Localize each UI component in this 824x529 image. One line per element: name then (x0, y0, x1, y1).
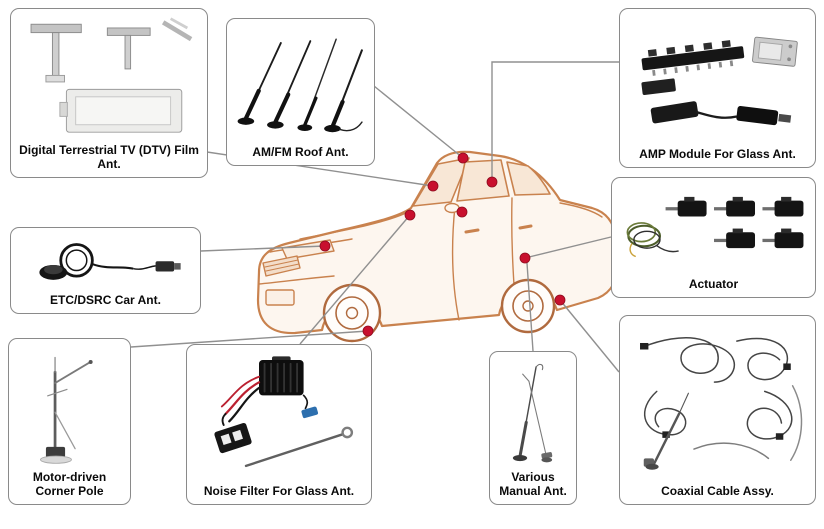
amfm-roof-antenna-art (230, 23, 371, 143)
mount-point-marker (486, 176, 498, 188)
panel-amp-module: AMP Module For Glass Ant. (619, 8, 816, 168)
panel-label-amp: AMP Module For Glass Ant. (639, 146, 796, 161)
car-front-window (456, 159, 510, 202)
mount-point-marker (519, 252, 531, 264)
coaxial-cable-art (623, 320, 812, 482)
actuator-art (615, 182, 812, 275)
connector-line (559, 299, 620, 373)
etc-dsrc-antenna-art (14, 232, 197, 291)
car-windshield (412, 157, 470, 207)
mount-point-markers (319, 152, 566, 337)
car-rear-window (506, 161, 551, 196)
panel-dtv-film-antenna: Digital Terrestrial TV (DTV) Film Ant. (10, 8, 208, 178)
panel-noise-filter: Noise Filter For Glass Ant. (186, 344, 372, 505)
panel-manual-antenna: Various Manual Ant. (489, 351, 577, 505)
panel-etc-dsrc-antenna: ETC/DSRC Car Ant. (10, 227, 201, 314)
connector-line (373, 85, 464, 159)
noise-filter-art (190, 349, 368, 482)
dtv-film-antenna-art (14, 13, 204, 141)
panel-label-dtv: Digital Terrestrial TV (DTV) Film Ant. (19, 142, 199, 171)
panel-actuator: Actuator (611, 177, 816, 298)
corner-pole-art (12, 343, 127, 468)
panel-label-noise: Noise Filter For Glass Ant. (203, 483, 355, 498)
manual-antenna-art (493, 356, 573, 468)
mount-point-marker (319, 240, 331, 252)
panel-label-manual: Various Manual Ant. (499, 469, 567, 498)
mount-point-marker (427, 180, 439, 192)
connector-line (526, 262, 534, 352)
connector-line (200, 245, 326, 252)
panel-coaxial-cable: Coaxial Cable Assy. (619, 315, 816, 505)
panel-label-amfm: AM/FM Roof Ant. (252, 144, 349, 159)
connector-line (299, 214, 411, 345)
panel-label-etc: ETC/DSRC Car Ant. (50, 292, 161, 307)
mount-point-marker (362, 325, 374, 337)
panel-label-pole: Motor-driven Corner Pole (32, 469, 107, 498)
amp-module-art (623, 13, 812, 145)
connector-line (491, 61, 619, 180)
mount-point-marker (456, 206, 468, 218)
mount-point-marker (404, 209, 416, 221)
panel-corner-pole: Motor-driven Corner Pole (8, 338, 131, 505)
connector-line (524, 236, 612, 259)
panel-label-coax: Coaxial Cable Assy. (661, 483, 774, 498)
connector-line (130, 330, 369, 348)
panel-amfm-roof-antenna: AM/FM Roof Ant. (226, 18, 375, 166)
mount-point-marker (457, 152, 469, 164)
car-grille (262, 255, 301, 277)
mount-point-marker (554, 294, 566, 306)
car-license-plate (265, 289, 295, 306)
panel-label-actuator: Actuator (688, 276, 739, 291)
